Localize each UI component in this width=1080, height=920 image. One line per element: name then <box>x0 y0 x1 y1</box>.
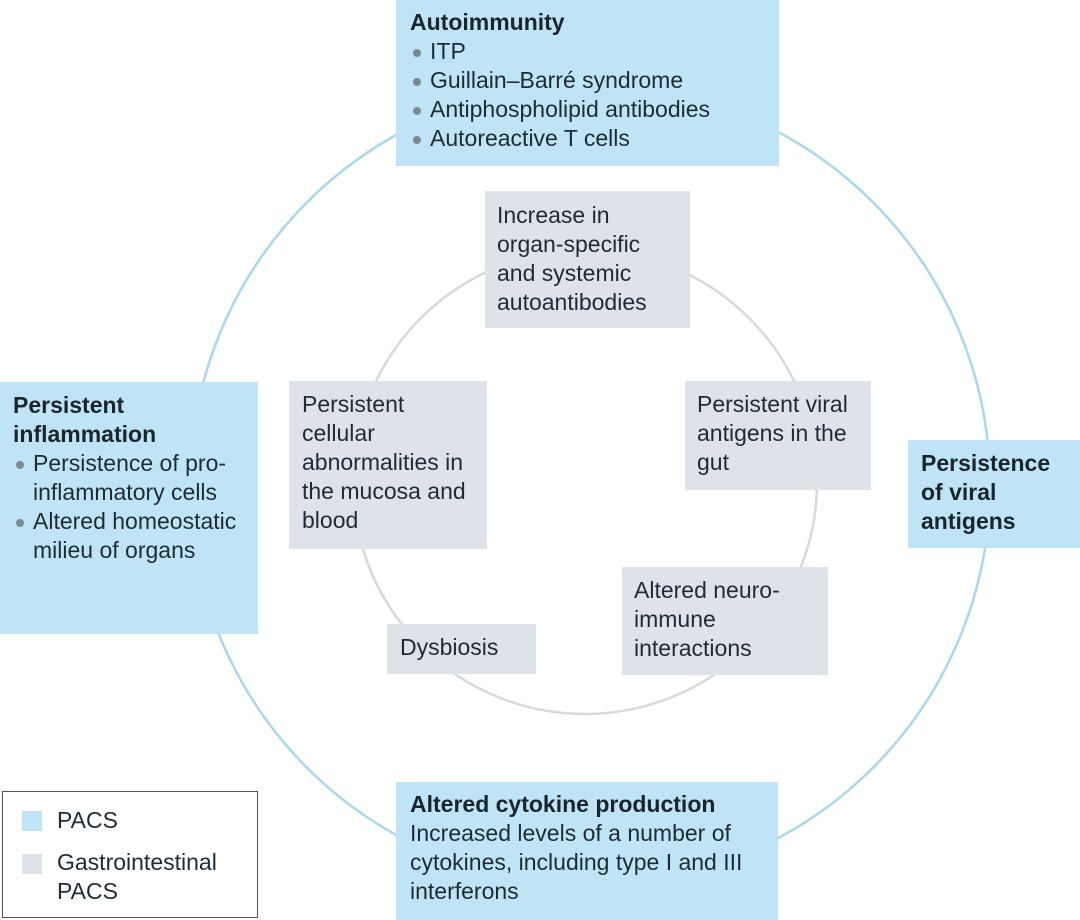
legend-swatch-pacs <box>22 811 42 831</box>
dysbiosis-text: Dysbiosis <box>400 634 499 660</box>
gut-antigens-text: Persistent viral antigens in the gut <box>697 391 848 475</box>
autoantibodies-text: Increase in organ-specific and systemic … <box>497 202 647 315</box>
inflammation-title-line2: inflammation <box>13 421 157 447</box>
cytokine-text: Increased levels of a number of cytokine… <box>410 820 743 904</box>
inflammation-list: Persistence of pro-inflammatory cells Al… <box>13 449 238 565</box>
viral-title-line1: Persistence <box>921 450 1051 476</box>
list-item: ITP <box>410 37 765 66</box>
autoimmunity-list: ITP Guillain–Barré syndrome Antiphosphol… <box>410 37 765 153</box>
legend-label-gi-line1: Gastrointestinal <box>57 849 217 875</box>
legend-label-pacs: PACS <box>57 807 118 833</box>
legend-swatch-gi-pacs <box>22 854 42 874</box>
cytokine-box: Altered cytokine production Increased le… <box>396 782 778 920</box>
autoantibodies-box: Increase in organ-specific and systemic … <box>485 191 690 328</box>
dysbiosis-box: Dysbiosis <box>387 624 536 674</box>
list-item: Autoreactive T cells <box>410 124 765 153</box>
viral-title-line2: of viral <box>921 479 997 505</box>
gut-antigens-box: Persistent viral antigens in the gut <box>685 381 871 490</box>
viral-title-line3: antigens <box>921 508 1016 534</box>
autoimmunity-box: Autoimmunity ITP Guillain–Barré syndrome… <box>396 0 779 166</box>
list-item: Antiphospholipid antibodies <box>410 95 765 124</box>
legend: PACS Gastrointestinal PACS <box>2 791 258 918</box>
neuro-immune-box: Altered neuro-immune interactions <box>622 567 828 675</box>
list-item: Persistence of pro-inflammatory cells <box>13 449 238 507</box>
cellular-text: Persistent cellular abnormalities in the… <box>302 391 466 533</box>
inflammation-title-line1: Persistent <box>13 392 125 418</box>
persistent-inflammation-box: Persistent inflammation Persistence of p… <box>0 382 258 634</box>
cytokine-title: Altered cytokine production <box>410 791 716 817</box>
viral-antigens-box: Persistence of viral antigens <box>908 440 1080 548</box>
list-item: Guillain–Barré syndrome <box>410 66 765 95</box>
autoimmunity-title: Autoimmunity <box>410 9 565 35</box>
legend-label-gi-line2: PACS <box>57 878 118 904</box>
neuro-text: Altered neuro-immune interactions <box>634 577 780 661</box>
cellular-abnormalities-box: Persistent cellular abnormalities in the… <box>289 381 487 549</box>
list-item: Altered homeostatic milieu of organs <box>13 507 238 565</box>
